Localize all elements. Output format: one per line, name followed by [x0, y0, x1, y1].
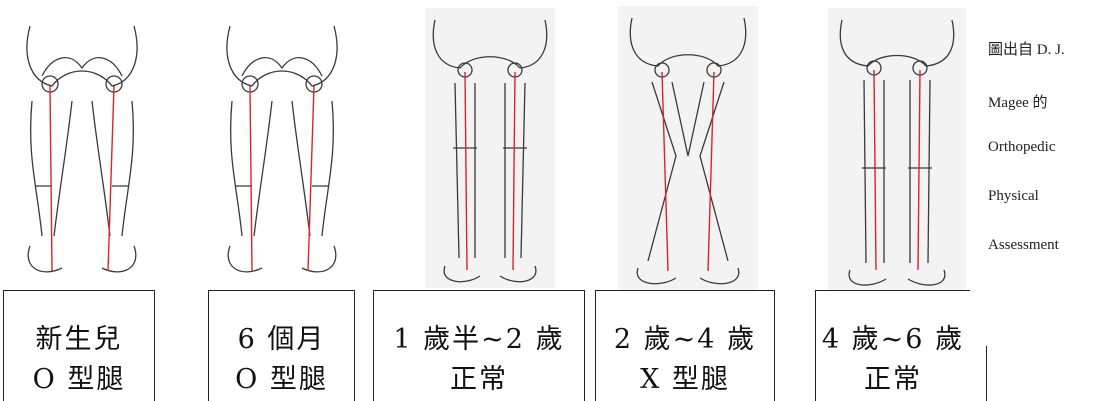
credit-line-3: Orthopedic [988, 139, 1055, 156]
leg-illustration-newborn [12, 6, 152, 284]
leg-illustration-2-to-4-years [618, 6, 758, 290]
leg-illustration-1-5-to-2-years [425, 8, 555, 288]
leg-illustration-4-to-6-years [828, 8, 966, 290]
credit-line-1: 圖出自 D. J. [988, 38, 1065, 59]
caption-age: 4 歲~6 歲 [816, 317, 970, 356]
caption-condition: X 型腿 [596, 357, 774, 396]
caption-box-4-to-6-years: 4 歲~6 歲 正常 [815, 290, 970, 401]
caption-box-6-months: 6 個月 O 型腿 [208, 290, 355, 401]
caption-box-newborn: 新生兒 O 型腿 [3, 290, 155, 401]
caption-condition: 正常 [816, 357, 970, 396]
caption-condition: O 型腿 [209, 357, 354, 396]
caption-age: 1 歲半~2 歲 [374, 317, 584, 356]
leg-illustration-6-months [212, 6, 352, 284]
credit-line-5: Assessment [988, 237, 1059, 254]
caption-age: 6 個月 [209, 317, 354, 356]
credit-line-4: Physical [988, 188, 1039, 205]
caption-condition: 正常 [374, 357, 584, 396]
caption-age: 2 歲~4 歲 [596, 317, 774, 356]
caption-age: 新生兒 [4, 317, 154, 356]
credit-line-2: Magee 的 [988, 91, 1048, 112]
caption-divider [986, 346, 987, 401]
caption-box-1-5-to-2-years: 1 歲半~2 歲 正常 [373, 290, 585, 401]
caption-condition: O 型腿 [4, 357, 154, 396]
caption-box-2-to-4-years: 2 歲~4 歲 X 型腿 [595, 290, 775, 401]
